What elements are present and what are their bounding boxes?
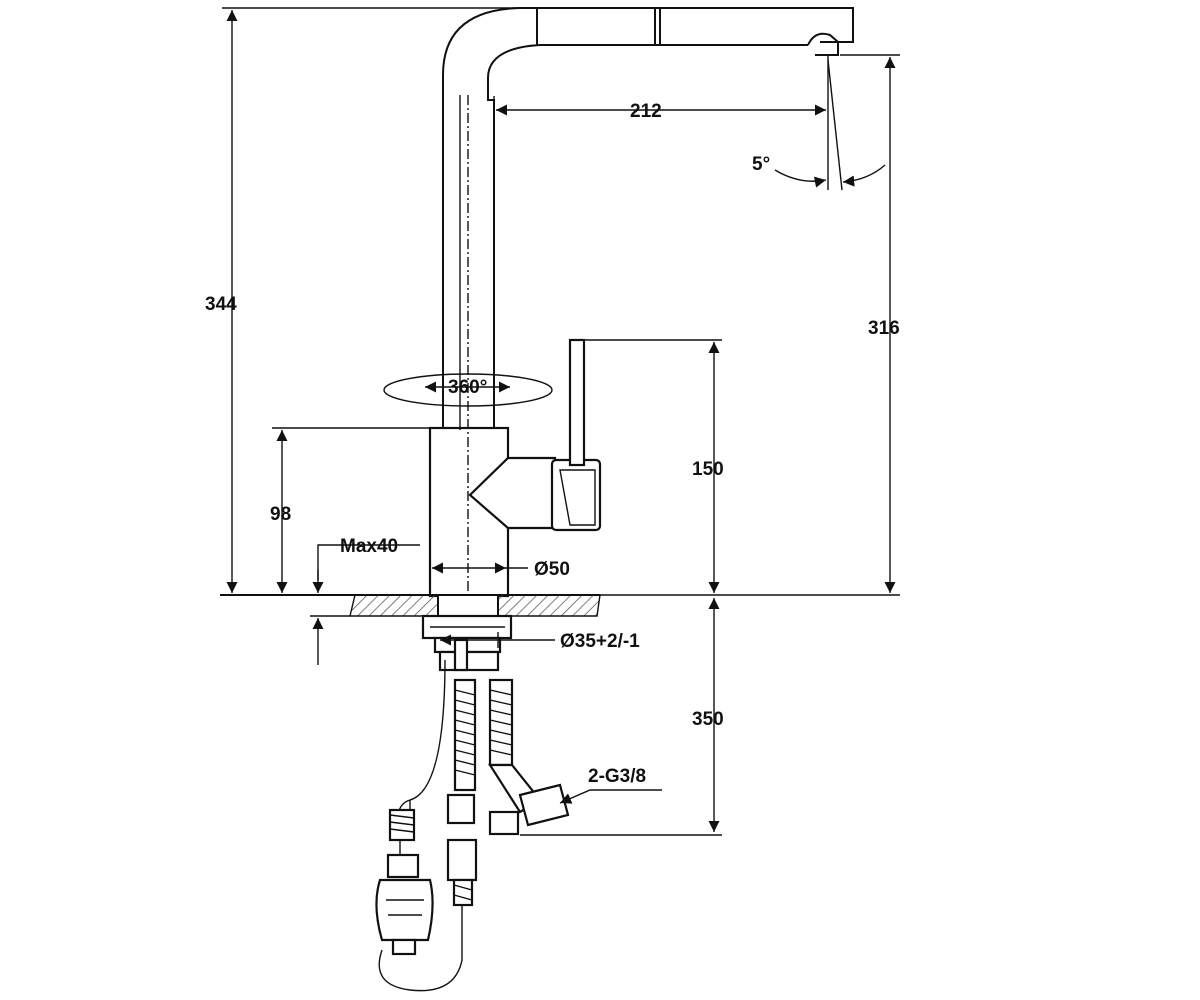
svg-text:316: 316 (868, 318, 900, 339)
dim-connection: 2-G3/8 (559, 766, 662, 804)
dim-hose-length: 350 (520, 598, 724, 836)
svg-text:350: 350 (692, 709, 724, 730)
supply-hoses (375, 659, 570, 992)
dim-body-height: 98 (270, 427, 430, 593)
svg-text:150: 150 (692, 459, 724, 480)
faucet-spout (442, 7, 854, 430)
counter-deck (220, 594, 601, 617)
svg-text:Ø35+2/-1: Ø35+2/-1 (560, 631, 640, 652)
faucet-body (428, 95, 602, 600)
svg-text:212: 212 (630, 101, 662, 122)
dim-total-height: 344 (205, 7, 520, 593)
svg-text:Ø50: Ø50 (534, 559, 570, 580)
svg-text:Max40: Max40 (340, 536, 398, 557)
dim-max-deck: Max40 (310, 536, 420, 665)
dim-spout-reach: 212 (493, 96, 826, 122)
dim-base-diameter: Ø50 (429, 559, 570, 585)
dim-spout-angle: 5° (752, 55, 886, 191)
svg-text:98: 98 (270, 504, 291, 525)
svg-text:5°: 5° (752, 154, 770, 175)
dim-lever-height: 150 (584, 339, 724, 593)
svg-text:344: 344 (205, 294, 237, 315)
dim-spout-height: 316 (600, 54, 900, 596)
svg-text:2-G3/8: 2-G3/8 (588, 766, 646, 787)
fixing-nut (421, 614, 513, 672)
dim-hole-diameter: Ø35+2/-1 (440, 631, 640, 652)
